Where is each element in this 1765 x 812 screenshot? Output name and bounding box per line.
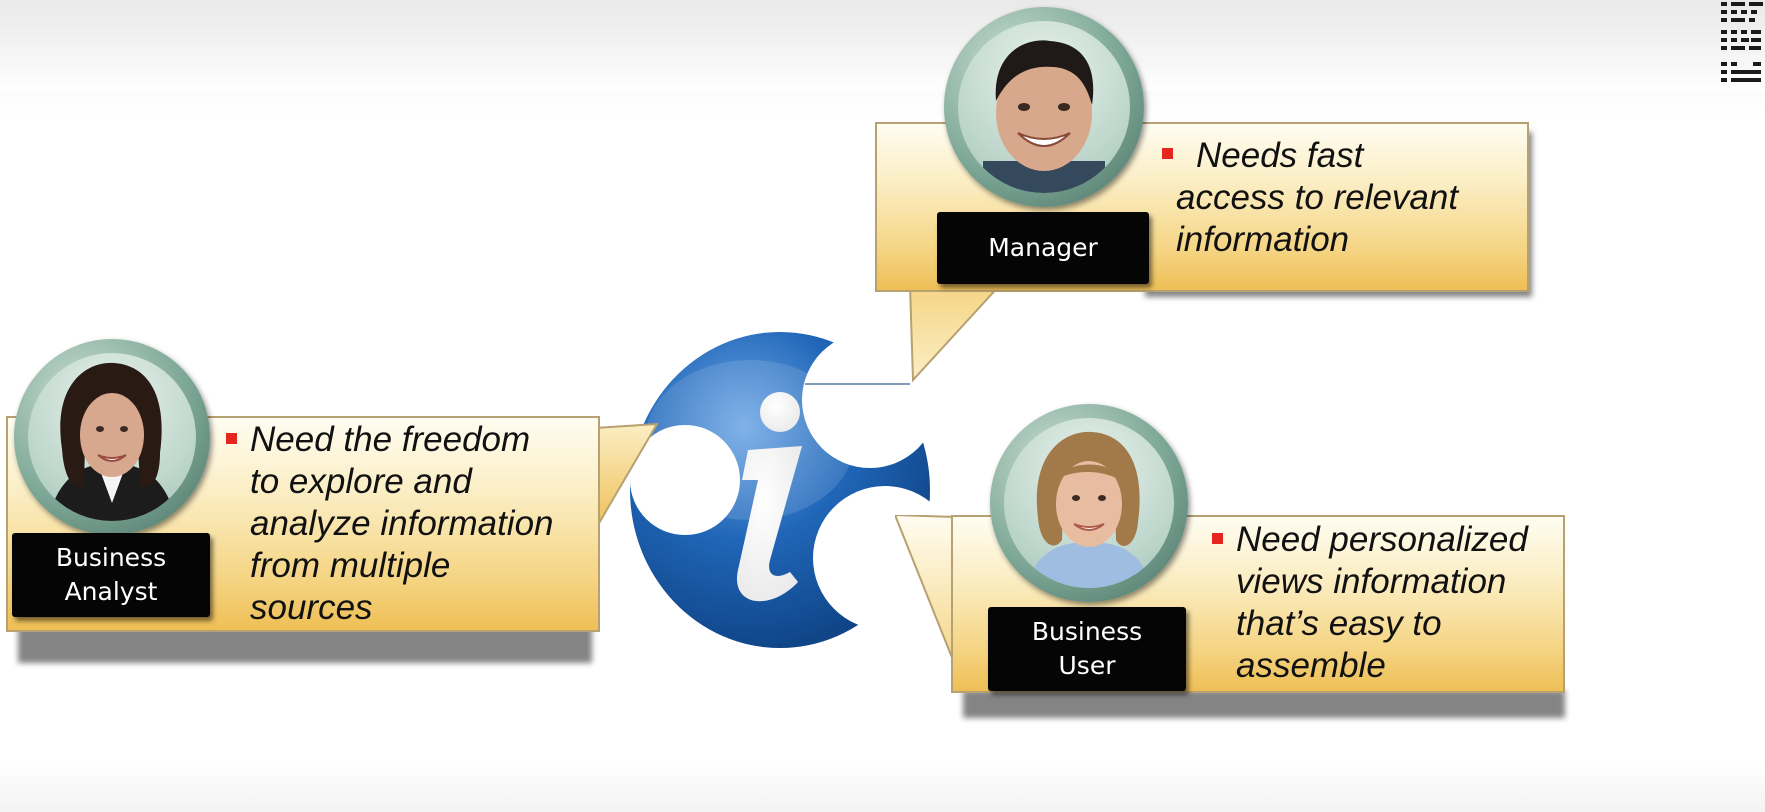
- manager-callout-tail: [908, 285, 1002, 383]
- user-role-badge: Business User: [988, 607, 1186, 691]
- user-bullet: [1212, 533, 1223, 544]
- manager-statement: Needs fast access to relevant informatio…: [1176, 135, 1516, 261]
- analyst-role-badge: Business Analyst: [12, 533, 210, 617]
- analyst-avatar: [14, 339, 210, 535]
- manager-statement-line: access to relevant: [1176, 178, 1459, 217]
- analyst-role-line: Business: [55, 543, 167, 572]
- analyst-bullet: [226, 433, 237, 444]
- analyst-statement-line: sources: [250, 588, 373, 627]
- analyst-statement-line: Need the freedom: [250, 420, 531, 459]
- manager-role-label: Manager: [988, 233, 1098, 262]
- user-statement-line: Need personalized: [1236, 520, 1528, 559]
- analyst-statement-line: from multiple: [250, 546, 451, 585]
- ibm-logo: [1715, 0, 1765, 92]
- user-statement-line: views information: [1236, 562, 1507, 601]
- manager-statement-line: Needs fast: [1196, 136, 1364, 175]
- analyst-role-line: Analyst: [64, 577, 158, 606]
- manager-statement-line: information: [1176, 220, 1350, 259]
- slide-header-band: [0, 0, 1765, 90]
- analyst-statement-line: analyze information: [250, 504, 554, 543]
- user-statement: Need personalized views information that…: [1236, 519, 1561, 687]
- user-statement-line: that’s easy to: [1236, 604, 1442, 643]
- user-role-line: User: [1058, 651, 1116, 680]
- analyst-callout-tail: [595, 422, 659, 532]
- information-icon: i: [630, 320, 957, 650]
- analyst-statement: Need the freedom to explore and analyze …: [250, 419, 595, 629]
- user-avatar: [990, 404, 1188, 602]
- manager-role-badge: Manager: [937, 212, 1149, 284]
- information-glyph: i: [630, 320, 631, 321]
- manager-bullet: [1162, 148, 1173, 159]
- user-statement-line: assemble: [1236, 646, 1386, 685]
- user-callout-shadow: [963, 690, 1565, 718]
- user-role-line: Business: [1031, 617, 1143, 646]
- analyst-statement-line: to explore and: [250, 462, 472, 501]
- manager-avatar: [944, 7, 1144, 207]
